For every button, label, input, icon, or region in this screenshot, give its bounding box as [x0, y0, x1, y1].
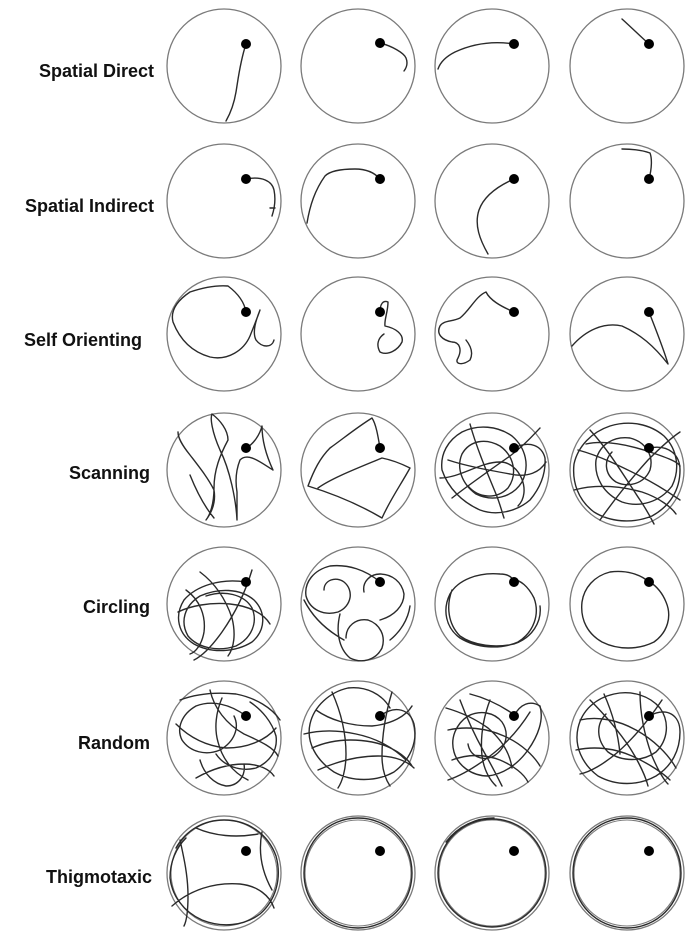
- arena-scanning-2: [300, 412, 416, 528]
- arena-scanning-3: [434, 412, 550, 528]
- arena-spatial-direct-2: [300, 8, 416, 124]
- arena-thigmotaxic-3: [434, 815, 550, 931]
- arena-circling-2: [300, 546, 416, 662]
- arena-self-orienting-2: [300, 276, 416, 392]
- arena-circling-3: [434, 546, 550, 662]
- arena-spatial-indirect-1: [166, 143, 282, 259]
- arena-thigmotaxic-4: [569, 815, 685, 931]
- row-label-scanning: Scanning: [68, 463, 150, 483]
- row-label-random: Random: [78, 733, 150, 753]
- arena-self-orienting-3: [434, 276, 550, 392]
- row-label-circling: Circling: [82, 597, 150, 617]
- row-label-spatial-indirect: Spatial Indirect: [24, 196, 154, 216]
- arena-circling-1: [166, 546, 282, 662]
- arena-spatial-indirect-4: [569, 143, 685, 259]
- arena-spatial-indirect-3: [434, 143, 550, 259]
- row-label-thigmotaxic: Thigmotaxic: [45, 867, 152, 887]
- arena-spatial-direct-1: [166, 8, 282, 124]
- arena-thigmotaxic-2: [300, 815, 416, 931]
- arena-random-2: [300, 680, 416, 796]
- arena-random-3: [434, 680, 550, 796]
- row-label-spatial-direct: Spatial Direct: [38, 61, 154, 81]
- arena-circling-4: [569, 546, 685, 662]
- arena-spatial-indirect-2: [300, 143, 416, 259]
- arena-spatial-direct-3: [434, 8, 550, 124]
- arena-scanning-1: [166, 412, 282, 528]
- arena-random-4: [569, 680, 685, 796]
- arena-self-orienting-4: [569, 276, 685, 392]
- arena-spatial-direct-4: [569, 8, 685, 124]
- arena-self-orienting-1: [166, 276, 282, 392]
- arena-thigmotaxic-1: [166, 815, 282, 931]
- arena-random-1: [166, 680, 282, 796]
- arena-scanning-4: [569, 412, 685, 528]
- row-label-self-orienting: Self Orienting: [23, 330, 142, 350]
